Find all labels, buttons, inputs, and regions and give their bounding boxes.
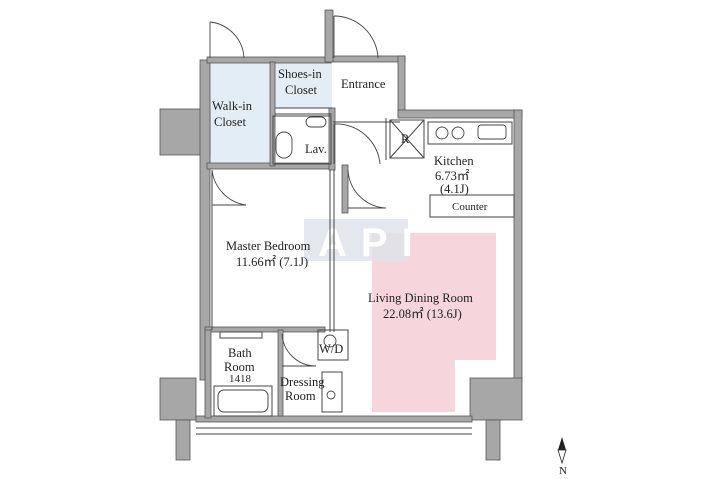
walk-in-closet-area (210, 62, 272, 166)
living-room-highlight (372, 233, 496, 412)
living-label: Living Dining Room (368, 291, 473, 305)
living-area: 22.08㎡ (13.6J) (383, 307, 462, 321)
door-swings (209, 15, 387, 367)
dressing-label-2: Room (285, 389, 316, 403)
shoes-label-1: Shoes-in (278, 67, 323, 81)
lav-label: Lav. (305, 142, 327, 156)
walk-in-label-2: Closet (214, 115, 246, 129)
toilet (275, 131, 293, 159)
kitchen-area: 6.73㎡ (435, 169, 470, 183)
refrigerator-label: R (401, 132, 410, 146)
fixtures (275, 116, 507, 400)
bedroom-label: Master Bedroom (226, 239, 311, 253)
kitchen-label: Kitchen (434, 154, 474, 168)
bath-label-2: Room (224, 360, 255, 374)
walls (159, 9, 523, 461)
wd-label: W/D (319, 342, 343, 356)
washer-drum (323, 334, 337, 348)
shoes-closet-area (274, 62, 332, 108)
walk-in-label-1: Walk-in (212, 99, 253, 113)
compass-icon: N (557, 437, 567, 477)
entrance-label: Entrance (341, 77, 386, 91)
kitchen-jo: (4.1J) (440, 182, 469, 196)
stove-burner (451, 126, 465, 140)
dressing-label-1: Dressing (280, 375, 325, 389)
shoes-label-2: Closet (285, 83, 317, 97)
lav-sink (305, 116, 327, 128)
dressing-basin (326, 390, 336, 400)
kitchen-sink (477, 124, 507, 140)
bedroom-area: 11.66㎡ (7.1J) (236, 255, 308, 269)
watermark-box (304, 219, 408, 261)
stove-burner (435, 126, 449, 140)
counter-label: Counter (452, 201, 488, 213)
compass-label: N (559, 465, 567, 477)
bath-size: 1418 (229, 373, 252, 385)
bath-label-1: Bath (228, 346, 252, 360)
outlines (196, 107, 515, 435)
